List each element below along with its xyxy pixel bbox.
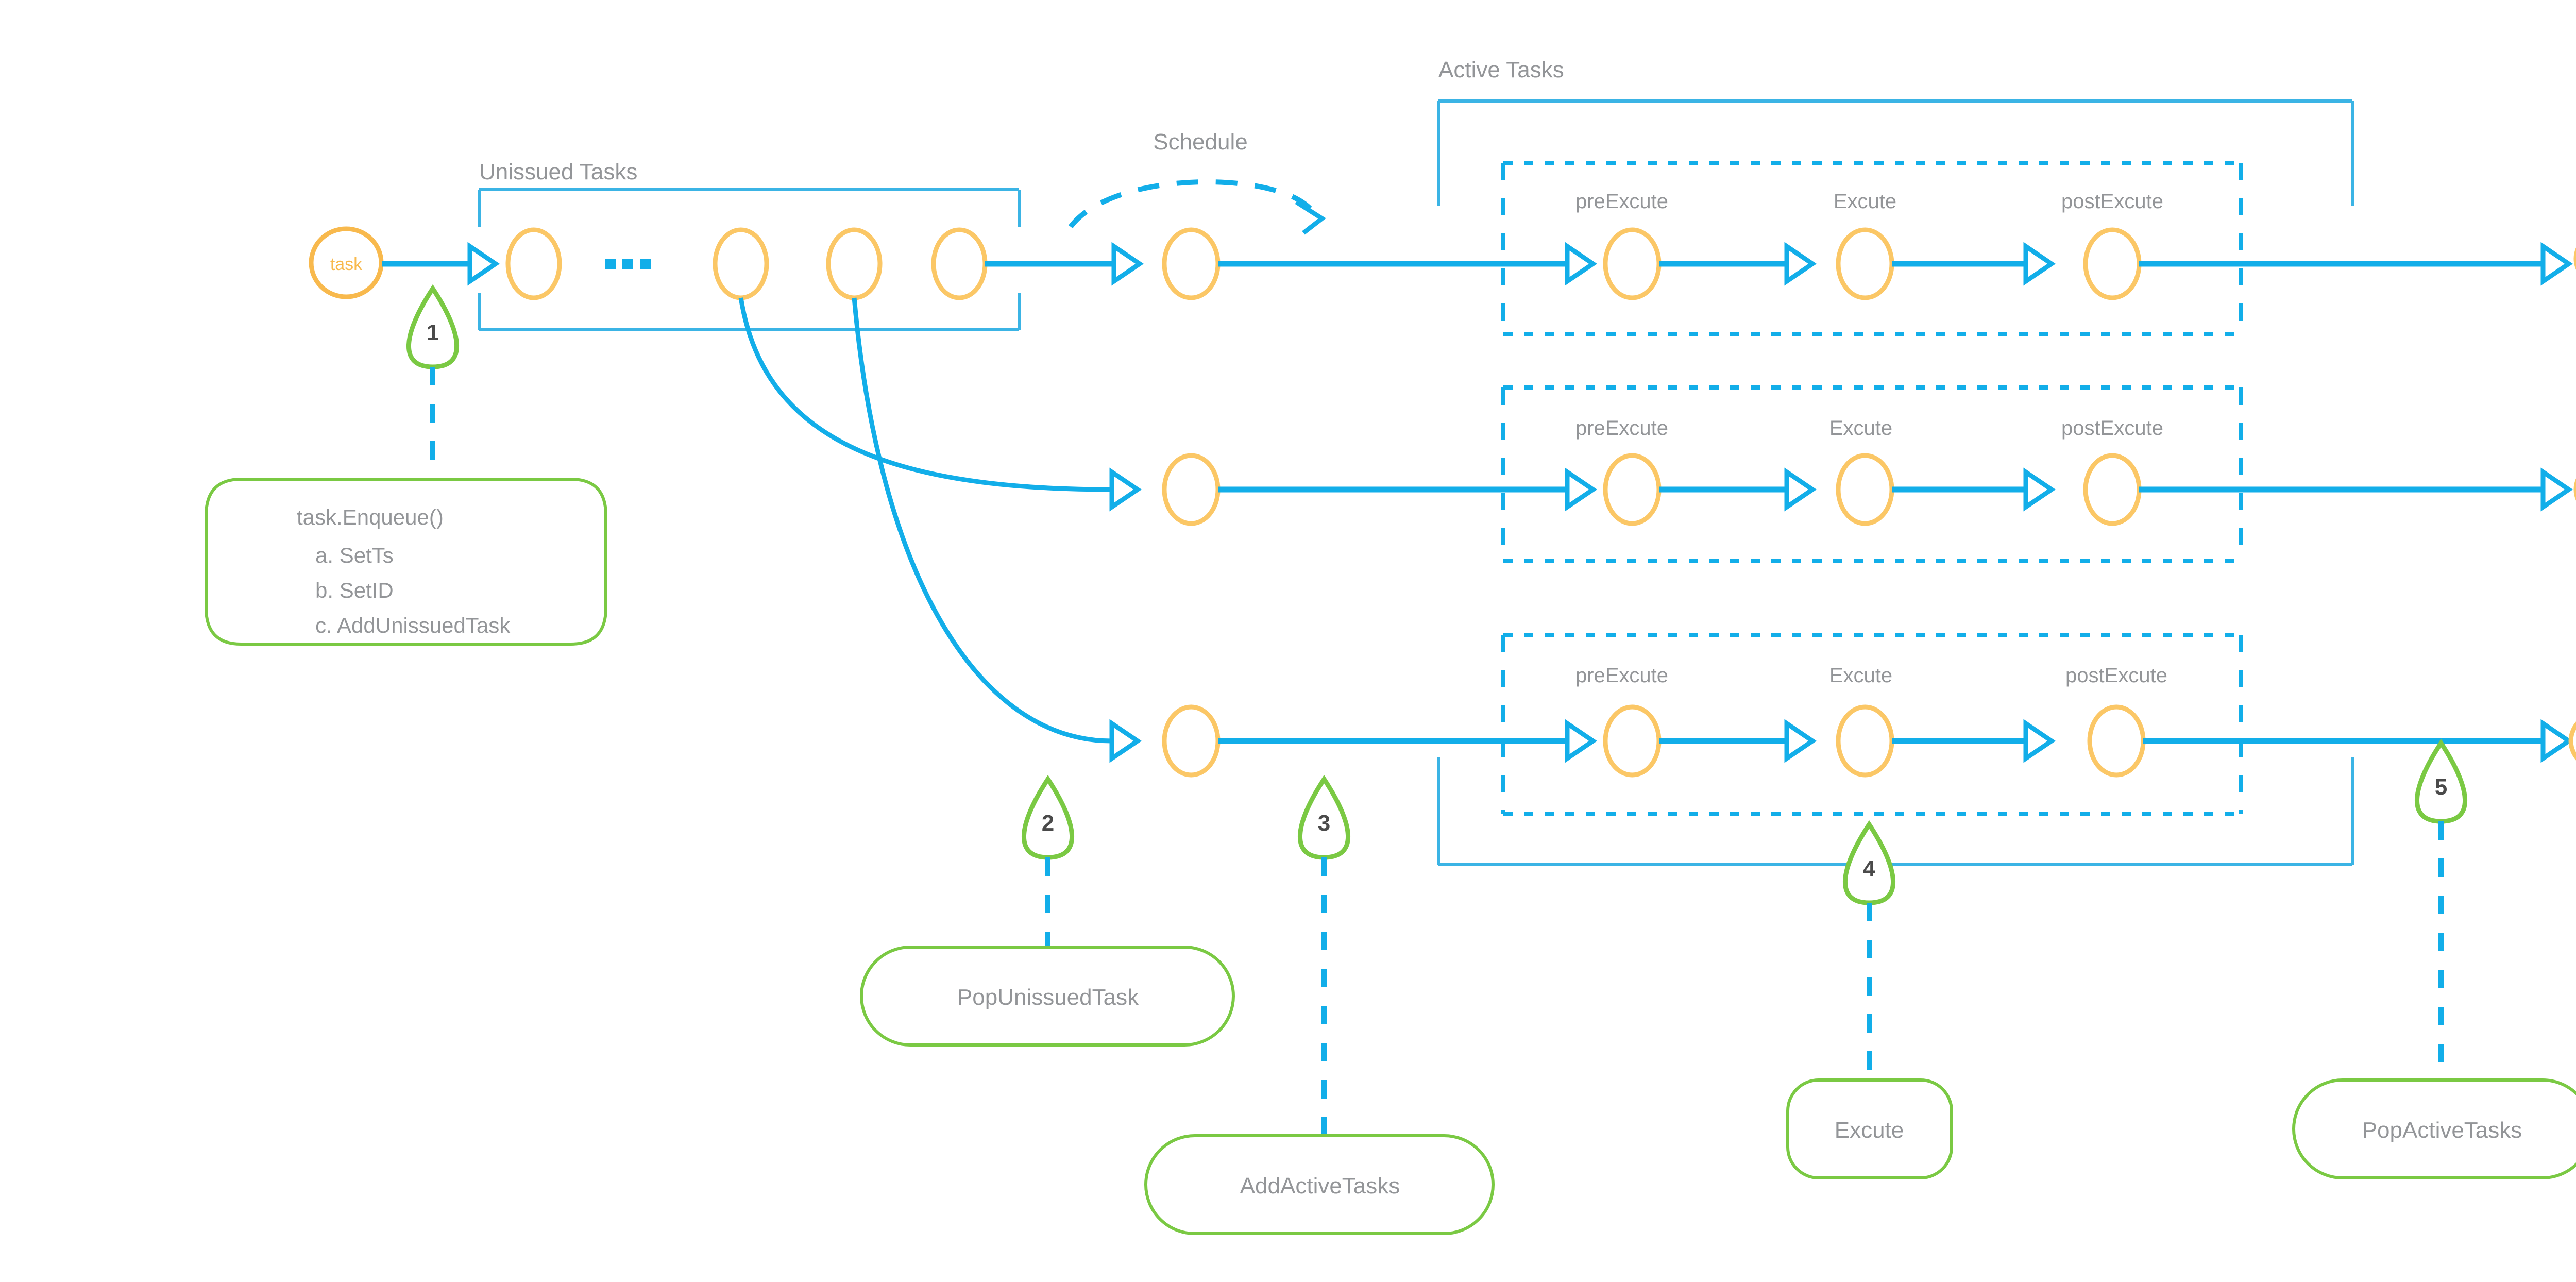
curve-queue-to-row-3 [852, 297, 1112, 744]
queue-ellipsis [605, 259, 651, 269]
row-1-stage-1-label: preExcute [1575, 190, 1668, 213]
active-tasks-label: Active Tasks [1438, 57, 1564, 82]
marker-5-number: 5 [2435, 774, 2447, 800]
row-3-stage-2-node[interactable] [1836, 704, 1894, 778]
row-2-pipeline-box [1501, 385, 2243, 563]
row-1-stage-3-node[interactable] [2083, 227, 2142, 300]
marker-4[interactable]: 4 [1843, 820, 1895, 905]
active-tasks-bracket [1437, 99, 2354, 866]
marker-5[interactable]: 5 [2415, 738, 2467, 824]
unissued-tasks-label: Unissued Tasks [479, 159, 637, 184]
marker-1[interactable]: 1 [406, 284, 459, 369]
row-2-stage-3-node[interactable] [2083, 453, 2142, 526]
callout-enqueue-step-2: b. SetID [315, 578, 394, 602]
marker-2[interactable]: 2 [1022, 774, 1074, 860]
marker-1-number: 1 [427, 320, 439, 345]
callout-pop-unissued-label: PopUnissuedTask [957, 985, 1139, 1010]
queue-node-3[interactable] [826, 227, 883, 300]
callout-add-active[interactable]: AddActiveTasks [1144, 1134, 1495, 1235]
row-3-stage-2-label: Excute [1829, 664, 1892, 687]
marker-3[interactable]: 3 [1298, 774, 1350, 860]
marker-3-number: 3 [1318, 811, 1330, 836]
row-3: preExcute Excute postExcute [852, 297, 2576, 816]
row-3-stage-1-node[interactable] [1603, 704, 1662, 778]
queue-node-2[interactable] [713, 227, 769, 300]
callout-enqueue[interactable]: task.Enqueue() a. SetTs b. SetID c. AddU… [205, 478, 607, 646]
callout-add-active-label: AddActiveTasks [1240, 1173, 1400, 1199]
callout-enqueue-title: task.Enqueue() [297, 505, 444, 529]
row-1-pipeline-box [1501, 161, 2243, 336]
row-2: preExcute Excute postExcute [738, 297, 2576, 563]
row-1: preExcute Excute postExcute [1162, 161, 2576, 336]
row-3-entry-node[interactable] [1162, 704, 1221, 778]
arrow-queue-to-schedule [985, 242, 1144, 286]
row-2-stage-2-label: Excute [1829, 417, 1892, 440]
row-1-stage-2-label: Excute [1834, 190, 1896, 213]
row-2-stage-2-node[interactable] [1836, 453, 1894, 526]
row-3-pipeline-box [1501, 633, 2243, 816]
callout-enqueue-step-1: a. SetTs [315, 543, 394, 567]
callout-pop-active-label: PopActiveTasks [2362, 1118, 2522, 1143]
marker-2-number: 2 [1042, 811, 1054, 836]
source-task-node[interactable]: task [309, 226, 384, 299]
schedule-label: Schedule [1153, 129, 1247, 155]
row-1-entry-node[interactable] [1162, 227, 1221, 300]
row-3-stage-1-label: preExcute [1575, 664, 1668, 687]
row-2-stage-1-node[interactable] [1603, 453, 1662, 526]
curve-queue-to-row-2 [738, 297, 1112, 492]
schedule-dashed-arrow [1068, 179, 1326, 235]
queue-node-1[interactable] [505, 227, 562, 300]
row-3-stage-3-label: postExcute [2065, 664, 2167, 687]
callout-execute[interactable]: Excute [1786, 1078, 1953, 1179]
source-task-label: task [330, 255, 363, 274]
callout-execute-label: Excute [1835, 1118, 1904, 1143]
callout-pop-unissued[interactable]: PopUnissuedTask [860, 946, 1235, 1047]
row-1-stage-1-node[interactable] [1603, 227, 1662, 300]
callout-pop-active[interactable]: PopActiveTasks [2292, 1078, 2576, 1179]
queue-node-4[interactable] [931, 227, 988, 300]
row-2-stage-3-label: postExcute [2061, 417, 2163, 440]
row-3-terminal-node[interactable] [2568, 710, 2576, 772]
row-2-stage-1-label: preExcute [1575, 417, 1668, 440]
marker-4-number: 4 [1863, 856, 1876, 881]
row-3-stage-3-node[interactable] [2087, 704, 2146, 778]
row-1-stage-3-label: postExcute [2061, 190, 2163, 213]
row-1-stage-2-node[interactable] [1836, 227, 1894, 300]
arrow-task-to-queue [382, 242, 500, 286]
row-2-entry-node[interactable] [1162, 453, 1221, 526]
callout-enqueue-step-3: c. AddUnissuedTask [315, 613, 511, 637]
